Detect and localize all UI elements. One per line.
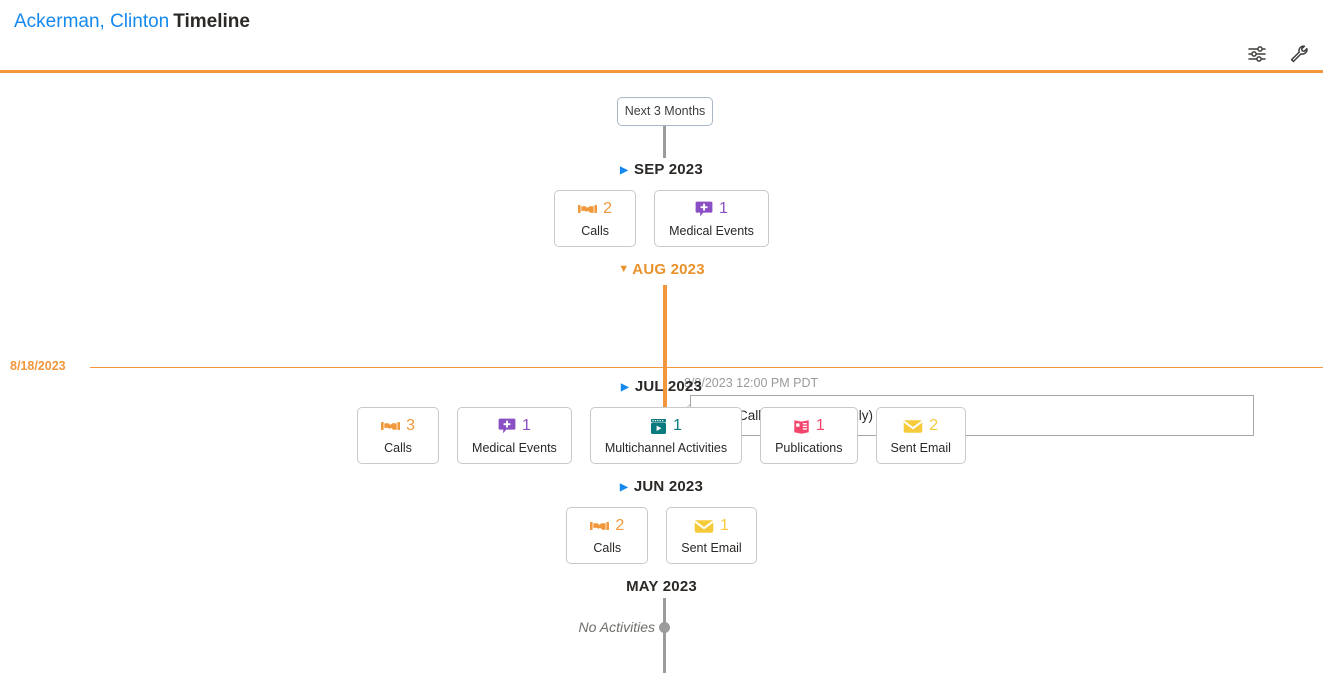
chip-label: Medical Events (669, 224, 754, 238)
today-marker-date: 8/18/2023 (10, 359, 66, 373)
chip-count: 1 (673, 417, 682, 434)
header-accent-rule (0, 70, 1323, 73)
sliders-icon[interactable] (1247, 44, 1267, 64)
entry-timestamp: 8/8/2023 12:00 PM PDT (684, 376, 819, 390)
range-button[interactable]: Next 3 Months (617, 97, 713, 126)
envelope-icon (903, 419, 923, 434)
chip-count: 1 (521, 417, 531, 434)
chip-top: 3 (372, 415, 424, 437)
chip-count: 1 (719, 200, 728, 217)
chip-label: Multichannel Activities (604, 441, 728, 455)
header-actions (1247, 44, 1309, 64)
chip-top: 1 (472, 415, 557, 437)
empty-month-dot (659, 622, 670, 633)
summary-chip-sent-email[interactable]: 1 Sent Email (666, 507, 757, 564)
chip-top: 1 (775, 415, 842, 437)
chip-label: Medical Events (472, 441, 557, 455)
handshake-icon (590, 519, 610, 534)
media-play-icon (650, 418, 667, 435)
month-header-may[interactable]: MAY 2023 (0, 578, 1323, 595)
summary-chip-calls[interactable]: 2 Calls (566, 507, 649, 564)
month-label: MAY 2023 (626, 578, 697, 595)
summary-chip-medical-events[interactable]: 1 Medical Events (654, 190, 769, 247)
chip-count: 1 (815, 417, 825, 434)
envelope-icon (694, 519, 714, 534)
chevron-down-icon[interactable]: ▼ (618, 263, 630, 275)
timeline-canvas: Next 3 Months ▶ SEP 2023 2 Calls (0, 73, 1323, 673)
summary-chip-multichannel-activities[interactable]: 1 Multichannel Activities (589, 407, 743, 464)
today-marker-line (90, 367, 1323, 368)
chip-top: 2 (569, 198, 621, 220)
chip-label: Calls (593, 541, 622, 555)
no-activities-label: No Activities (578, 619, 655, 635)
chip-label: Calls (581, 224, 609, 238)
chip-top: 1 (605, 415, 727, 437)
month-header-sep[interactable]: ▶ SEP 2023 (0, 161, 1323, 178)
chevron-right-icon[interactable]: ▶ (619, 482, 628, 493)
month-header-aug[interactable]: ▼AUG 2023 (0, 261, 1323, 278)
account-name-link[interactable]: Ackerman, Clinton (14, 11, 170, 32)
chip-count: 3 (406, 417, 415, 434)
chip-count: 2 (603, 200, 613, 217)
summary-chip-row-jul: 3 Calls 1 Medical Events (0, 407, 1323, 464)
summary-chip-sent-email[interactable]: 2 Sent Email (875, 407, 966, 464)
speech-bubble-plus-icon (498, 417, 516, 435)
month-label: JUL 2023 (634, 378, 703, 395)
object-label: Timeline (173, 11, 250, 32)
summary-chip-calls[interactable]: 3 Calls (357, 407, 440, 464)
chip-label: Sent Email (681, 541, 742, 555)
chip-label: Calls (384, 441, 412, 455)
chip-label: Publications (775, 441, 843, 455)
speech-bubble-plus-icon (695, 200, 713, 218)
chip-count: 2 (929, 417, 939, 434)
summary-chip-calls[interactable]: 2 Calls (554, 190, 637, 247)
month-label: AUG 2023 (632, 261, 705, 278)
open-book-icon (793, 418, 810, 435)
chip-top: 2 (891, 415, 951, 437)
handshake-icon (381, 419, 401, 434)
chip-count: 2 (615, 517, 625, 534)
month-label: JUN 2023 (633, 478, 704, 495)
month-header-jul[interactable]: ▶ JUL 2023 (0, 378, 1323, 395)
chip-label: Sent Email (890, 441, 951, 455)
month-header-jun[interactable]: ▶ JUN 2023 (0, 478, 1323, 495)
chip-top: 1 (681, 515, 741, 537)
chevron-right-icon[interactable]: ▶ (620, 165, 628, 176)
connector-line-top (663, 126, 666, 158)
summary-chip-medical-events[interactable]: 1 Medical Events (457, 407, 572, 464)
chip-top: 2 (581, 515, 633, 537)
timeline-spine-aug (663, 285, 667, 445)
month-label: SEP 2023 (634, 161, 703, 178)
wrench-icon[interactable] (1289, 44, 1309, 64)
chip-top: 1 (669, 198, 754, 220)
chevron-right-icon[interactable]: ▶ (620, 382, 629, 393)
summary-chip-row-sep: 2 Calls 1 Medical Events (0, 190, 1323, 247)
handshake-icon (578, 202, 598, 217)
chip-count: 1 (720, 517, 729, 534)
timeline-spine-may (663, 598, 666, 673)
summary-chip-publications[interactable]: 1 Publications (760, 407, 858, 464)
summary-chip-row-jun: 2 Calls 1 Sent Email (0, 507, 1323, 564)
